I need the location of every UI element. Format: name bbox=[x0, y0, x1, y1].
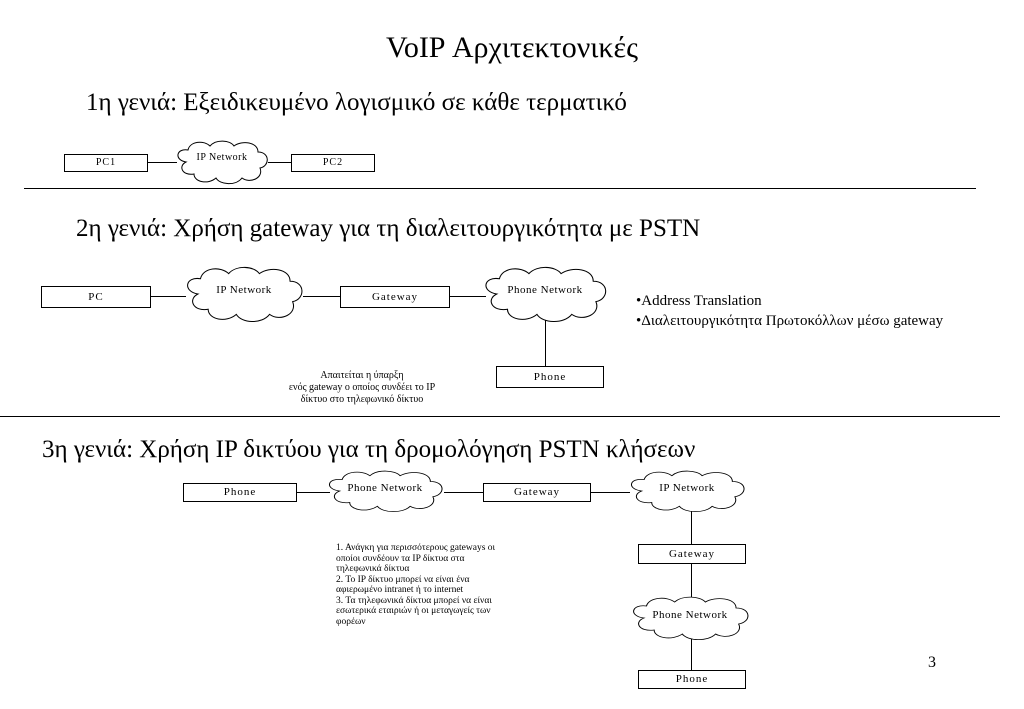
ip-network-label: IP Network bbox=[196, 152, 248, 163]
pc-box: PC bbox=[41, 286, 151, 308]
gen2-note: Απαιτείται η ύπαρξη ενός gateway ο οποίο… bbox=[262, 370, 462, 406]
gateway-box-left: Gateway bbox=[483, 483, 591, 502]
note-line: 2. Το IP δίκτυο μπορεί να είναι ένα bbox=[336, 574, 470, 585]
note-line: αφιερωμένο intranet ή το internet bbox=[336, 585, 464, 595]
phone-label: Phone bbox=[675, 673, 709, 685]
connector bbox=[296, 492, 330, 493]
pc-label: PC bbox=[88, 291, 104, 303]
ip-network-cloud bbox=[187, 266, 303, 323]
section-divider bbox=[24, 188, 976, 189]
note-line: οποίοι συνδέουν τα IP δίκτυα στα bbox=[336, 553, 465, 564]
gen3-notes: 1. Ανάγκη για περισσότερους gateways οι … bbox=[336, 543, 495, 627]
ip-network-cloud bbox=[177, 140, 268, 185]
ip-network-cloud bbox=[631, 470, 745, 513]
connector bbox=[590, 492, 630, 493]
gen2-heading: 2η γενιά: Χρήση gateway για τη διαλειτου… bbox=[76, 215, 701, 242]
bullet-item: •Address Translation bbox=[636, 293, 762, 309]
connector bbox=[691, 510, 692, 544]
pc1-box: PC1 bbox=[64, 154, 148, 172]
bullet-item: •Διαλειτουργικότητα Πρωτοκόλλων μέσω gat… bbox=[636, 313, 944, 329]
note-line: Απαιτείται η ύπαρξη bbox=[320, 370, 404, 381]
phone-network-cloud-left bbox=[329, 470, 443, 513]
gateway-box: Gateway bbox=[340, 286, 450, 308]
phone-network-cloud bbox=[485, 266, 607, 323]
phone-label: Phone bbox=[533, 371, 567, 383]
phone-box-left: Phone bbox=[183, 483, 297, 502]
note-line: ενός gateway ο οποίος συνδέει το IP bbox=[288, 382, 436, 393]
connector bbox=[448, 296, 486, 297]
phone-network-label: Phone Network bbox=[652, 609, 728, 621]
gateway-label: Gateway bbox=[668, 548, 716, 560]
phone-network-label: Phone Network bbox=[507, 284, 583, 296]
phone-network-cloud-right bbox=[633, 596, 749, 641]
connector bbox=[545, 318, 546, 366]
phone-box: Phone bbox=[496, 366, 604, 388]
ip-network-label: IP Network bbox=[216, 284, 272, 296]
note-line: δίκτυο στο τηλεφωνικό δίκτυο bbox=[300, 394, 424, 405]
note-line: φορέων bbox=[336, 616, 366, 627]
pc2-box: PC2 bbox=[291, 154, 375, 172]
gen2-bullets: •Address Translation •Διαλειτουργικότητα… bbox=[636, 291, 943, 331]
connector bbox=[691, 564, 692, 598]
connector bbox=[303, 296, 341, 297]
ip-network-label: IP Network bbox=[659, 482, 715, 494]
gen3-heading: 3η γενιά: Χρήση IP δικτύου για τη δρομολ… bbox=[42, 436, 696, 463]
note-line: εσωτερικά εταιριών ή οι μεταγωγείς των bbox=[336, 606, 491, 616]
phone-label: Phone bbox=[223, 486, 257, 498]
pc1-label: PC1 bbox=[95, 157, 117, 168]
note-line: 1. Ανάγκη για περισσότερους gateways οι bbox=[336, 543, 496, 553]
phone-network-label: Phone Network bbox=[347, 482, 423, 494]
connector bbox=[268, 162, 292, 163]
connector bbox=[444, 492, 484, 493]
gateway-label: Gateway bbox=[371, 291, 419, 303]
gateway-label: Gateway bbox=[513, 486, 561, 498]
phone-box-right: Phone bbox=[638, 670, 746, 689]
note-line: τηλεφωνικά δίκτυα bbox=[336, 564, 410, 574]
gateway-box-right: Gateway bbox=[638, 544, 746, 564]
page-number: 3 bbox=[928, 654, 936, 671]
pc2-label: PC2 bbox=[322, 157, 344, 168]
section-divider bbox=[0, 416, 1000, 417]
connector bbox=[150, 296, 186, 297]
note-line: 3. Τα τηλεφωνικά δίκτυα μπορεί να είναι bbox=[336, 595, 492, 606]
gen1-heading: 1η γενιά: Εξειδικευμένο λογισμικό σε κάθ… bbox=[86, 89, 627, 116]
slide-title: VoIP Αρχιτεκτονικές bbox=[386, 31, 638, 64]
connector bbox=[691, 638, 692, 670]
connector bbox=[147, 162, 177, 163]
